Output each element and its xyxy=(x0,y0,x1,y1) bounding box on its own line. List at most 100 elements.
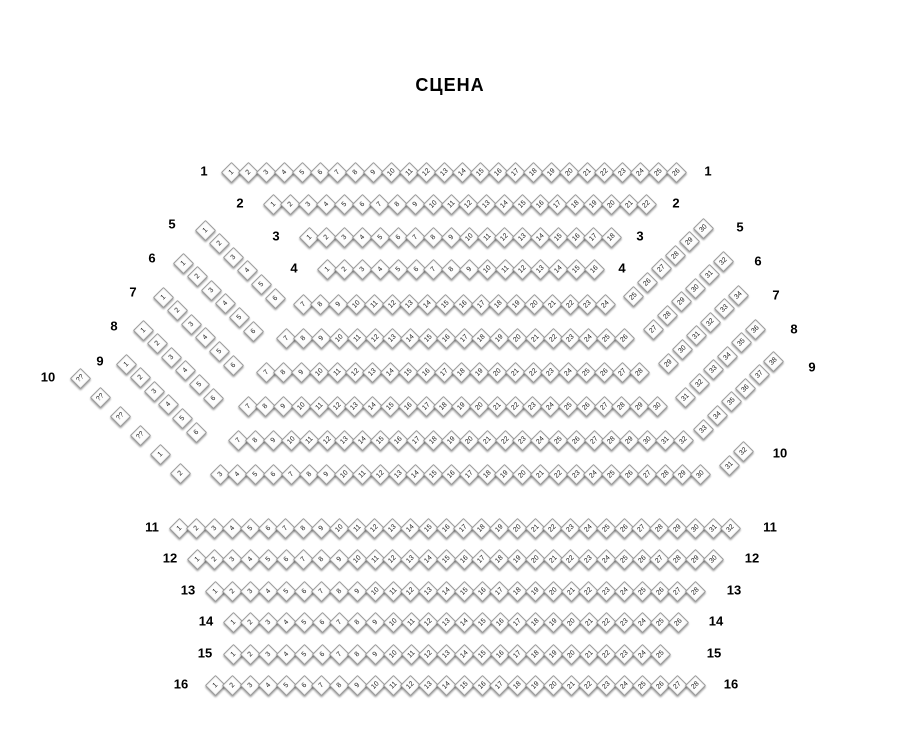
row-label-left-7: 7 xyxy=(129,284,137,300)
seat-row8-center-24[interactable]: 30 xyxy=(646,395,668,417)
seat-row6-left-1[interactable]: 1 xyxy=(172,252,194,274)
seat-row9-right-4[interactable]: 36 xyxy=(734,377,756,399)
seat-row6-left-4[interactable]: 4 xyxy=(214,293,236,315)
seat-row9-left-3[interactable]: 3 xyxy=(143,380,165,402)
row-label-right-6: 6 xyxy=(754,253,762,269)
row-label-right-16: 16 xyxy=(723,676,739,692)
seat-row10-center-28[interactable]: 30 xyxy=(689,463,712,485)
seat-row5-right-2[interactable]: 26 xyxy=(636,271,658,293)
seat-row9-left-2[interactable]: 2 xyxy=(129,366,151,389)
seat-row9-right-3[interactable]: 35 xyxy=(720,391,742,413)
seat-row7-left-3[interactable]: 3 xyxy=(180,313,202,335)
seat-row5-left-6[interactable]: 6 xyxy=(264,287,286,309)
seat-row7-left-6[interactable]: 6 xyxy=(222,354,244,376)
row-label-right-7: 7 xyxy=(772,287,780,303)
seat-row8-right-2[interactable]: 32 xyxy=(688,372,710,394)
seat-row8-left-4[interactable]: 4 xyxy=(174,360,196,382)
seat-row8-right-5[interactable]: 35 xyxy=(730,331,752,354)
seat-row7-center-22[interactable]: 28 xyxy=(629,361,651,383)
seat-row8-left-1[interactable]: 1 xyxy=(132,319,154,341)
seat-row6-right-4[interactable]: 30 xyxy=(684,277,706,299)
seat-row7-left-1[interactable]: 1 xyxy=(152,286,174,308)
row-label-right-12: 12 xyxy=(744,550,760,566)
row-label-right-8: 8 xyxy=(790,321,798,337)
seat-row5-right-3[interactable]: 27 xyxy=(650,258,672,280)
seat-row10-left-3[interactable]: ?? xyxy=(109,405,131,427)
seat-row7-right-3[interactable]: 31 xyxy=(685,325,707,347)
seat-row5-center-18[interactable]: 24 xyxy=(594,293,617,315)
seat-row7-right-1[interactable]: 29 xyxy=(657,352,679,374)
seat-row9-left-1[interactable]: 1 xyxy=(115,353,137,375)
seat-row8-right-3[interactable]: 33 xyxy=(702,359,724,381)
seat-row10-left-5[interactable]: 1 xyxy=(149,443,171,465)
seat-row5-right-1[interactable]: 25 xyxy=(622,285,644,307)
seat-row9-right-5[interactable]: 37 xyxy=(748,363,770,386)
row-label-left-2: 2 xyxy=(236,195,244,211)
seat-row10-right-1[interactable]: 31 xyxy=(718,454,740,476)
seat-row5-left-4[interactable]: 4 xyxy=(236,260,258,282)
seat-row9-right-6[interactable]: 38 xyxy=(762,350,784,372)
row-label-right-15: 15 xyxy=(706,645,722,661)
seat-row4-center-16[interactable]: 16 xyxy=(583,258,605,280)
seat-row7-right-2[interactable]: 30 xyxy=(671,338,693,360)
seat-row5-left-1[interactable]: 1 xyxy=(194,219,216,241)
seat-row7-left-2[interactable]: 2 xyxy=(166,299,188,322)
seat-row6-center-20[interactable]: 26 xyxy=(613,327,635,349)
row-label-left-5: 5 xyxy=(168,216,176,232)
seat-row7-left-5[interactable]: 5 xyxy=(208,340,230,362)
seat-row5-left-5[interactable]: 5 xyxy=(250,273,272,295)
seat-row9-right-1[interactable]: 33 xyxy=(692,418,714,440)
seat-row8-right-1[interactable]: 31 xyxy=(674,386,696,408)
seat-row8-left-5[interactable]: 5 xyxy=(188,373,210,395)
seat-row6-left-2[interactable]: 2 xyxy=(186,265,208,288)
seat-row15-center-25[interactable]: 25 xyxy=(649,643,671,665)
seat-row9-left-5[interactable]: 5 xyxy=(171,407,193,429)
seat-row5-left-3[interactable]: 3 xyxy=(222,246,244,268)
seat-row10-left-6[interactable]: 2 xyxy=(169,462,191,484)
seat-row2-center-22[interactable]: 22 xyxy=(636,193,658,215)
seat-row5-left-2[interactable]: 2 xyxy=(208,232,230,255)
seat-row1-center-26[interactable]: 26 xyxy=(665,161,687,183)
seat-row6-left-6[interactable]: 6 xyxy=(242,320,264,342)
seat-row9-right-2[interactable]: 34 xyxy=(706,404,728,426)
seat-row7-right-5[interactable]: 33 xyxy=(713,297,735,320)
row-label-right-5: 5 xyxy=(736,219,744,235)
seat-row16-center-28[interactable]: 28 xyxy=(684,674,707,696)
seat-row7-right-4[interactable]: 32 xyxy=(699,311,721,333)
seat-row6-right-3[interactable]: 29 xyxy=(670,291,692,313)
seat-row14-center-26[interactable]: 26 xyxy=(667,611,689,633)
row-label-left-10: 10 xyxy=(40,369,56,385)
seat-row8-left-3[interactable]: 3 xyxy=(160,346,182,368)
seat-row6-right-6[interactable]: 32 xyxy=(712,250,734,272)
seat-row6-right-1[interactable]: 27 xyxy=(642,318,664,340)
row-label-left-12: 12 xyxy=(162,550,178,566)
seat-row8-right-4[interactable]: 34 xyxy=(716,345,738,367)
row-label-left-1: 1 xyxy=(200,163,208,179)
row-label-right-9: 9 xyxy=(808,359,816,375)
seat-row5-right-5[interactable]: 29 xyxy=(678,230,700,253)
seat-row13-center-28[interactable]: 28 xyxy=(684,580,707,602)
seat-row7-right-6[interactable]: 34 xyxy=(727,284,749,306)
seat-row5-right-4[interactable]: 28 xyxy=(664,244,686,266)
seat-row8-left-2[interactable]: 2 xyxy=(146,332,168,355)
seat-row10-left-2[interactable]: ?? xyxy=(89,386,111,408)
seat-row9-left-6[interactable]: 6 xyxy=(185,421,207,443)
seat-row3-center-18[interactable]: 18 xyxy=(600,226,623,248)
seat-row8-right-6[interactable]: 36 xyxy=(744,318,766,340)
seat-row9-center-26[interactable]: 32 xyxy=(672,429,694,451)
seat-row6-right-2[interactable]: 28 xyxy=(656,304,678,326)
seat-row10-left-4[interactable]: ?? xyxy=(129,424,151,446)
seat-row7-left-4[interactable]: 4 xyxy=(194,327,216,349)
seat-row6-left-5[interactable]: 5 xyxy=(228,306,250,328)
seat-row10-left-1[interactable]: ?? xyxy=(69,367,91,389)
seat-row10-right-2[interactable]: 32 xyxy=(732,440,754,462)
row-label-left-16: 16 xyxy=(173,676,189,692)
seat-row6-right-5[interactable]: 31 xyxy=(698,263,720,286)
seat-row11-center-32[interactable]: 32 xyxy=(720,517,742,539)
seat-row12-center-30[interactable]: 30 xyxy=(702,548,724,570)
seat-row9-left-4[interactable]: 4 xyxy=(157,394,179,416)
row-label-right-14: 14 xyxy=(708,613,724,629)
seat-row8-left-6[interactable]: 6 xyxy=(202,387,224,409)
seat-row5-right-6[interactable]: 30 xyxy=(692,217,714,239)
seat-row6-left-3[interactable]: 3 xyxy=(200,279,222,301)
